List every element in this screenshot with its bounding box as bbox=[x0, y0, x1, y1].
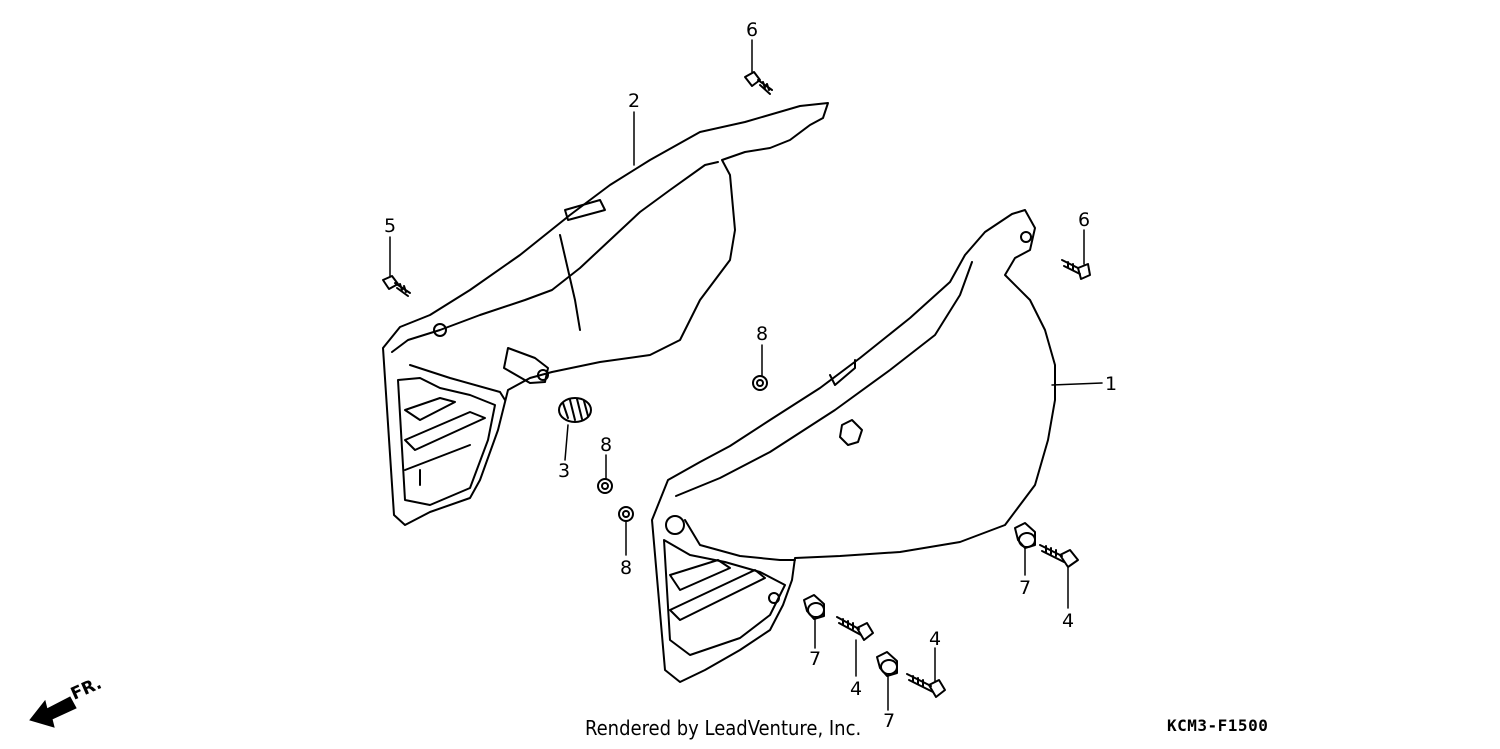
fr-label: FR. bbox=[68, 673, 105, 704]
callout-7-low: 7 bbox=[883, 710, 895, 732]
callout-6-right: 6 bbox=[1078, 209, 1090, 231]
callout-4-low: 4 bbox=[929, 628, 941, 650]
screw-4-low bbox=[906, 673, 946, 698]
callout-7-right: 7 bbox=[1019, 577, 1031, 599]
callout-8-low: 8 bbox=[620, 557, 632, 579]
front-direction-arrow: FR. bbox=[29, 673, 105, 728]
grommet-3 bbox=[558, 397, 592, 423]
collar-8-mid bbox=[597, 478, 613, 494]
callout-5: 5 bbox=[384, 215, 396, 237]
screw-4-mid bbox=[836, 616, 874, 641]
right-side-cover bbox=[651, 209, 1056, 683]
collar-8-low bbox=[618, 506, 634, 522]
collar-7-mid bbox=[803, 594, 825, 620]
collar-7-right bbox=[1014, 522, 1036, 549]
callout-6-top: 6 bbox=[746, 19, 758, 41]
callout-8-top: 8 bbox=[756, 323, 768, 345]
left-side-cover bbox=[382, 102, 829, 526]
collar-7-low bbox=[876, 651, 898, 677]
callout-8-mid: 8 bbox=[600, 434, 612, 456]
callout-2: 2 bbox=[628, 90, 640, 112]
bolt-6-top bbox=[744, 71, 773, 95]
callout-3: 3 bbox=[558, 460, 570, 482]
bolt-6-right bbox=[1061, 259, 1091, 280]
bolt-5 bbox=[382, 275, 411, 297]
callout-numbers: 1 2 3 4 4 4 5 6 6 7 7 7 8 8 8 bbox=[384, 19, 1117, 732]
callout-1: 1 bbox=[1105, 373, 1117, 395]
screw-4-right bbox=[1039, 544, 1079, 568]
render-credit: Rendered by LeadVenture, Inc. bbox=[585, 716, 862, 740]
collar-8-top bbox=[752, 375, 768, 391]
drawing-code: KCM3-F1500 bbox=[1167, 716, 1269, 735]
arrow-icon bbox=[29, 696, 77, 728]
callout-4-right: 4 bbox=[1062, 610, 1074, 632]
callout-4-mid: 4 bbox=[850, 678, 862, 700]
callout-7-mid: 7 bbox=[809, 648, 821, 670]
leader-lines bbox=[389, 39, 1103, 711]
